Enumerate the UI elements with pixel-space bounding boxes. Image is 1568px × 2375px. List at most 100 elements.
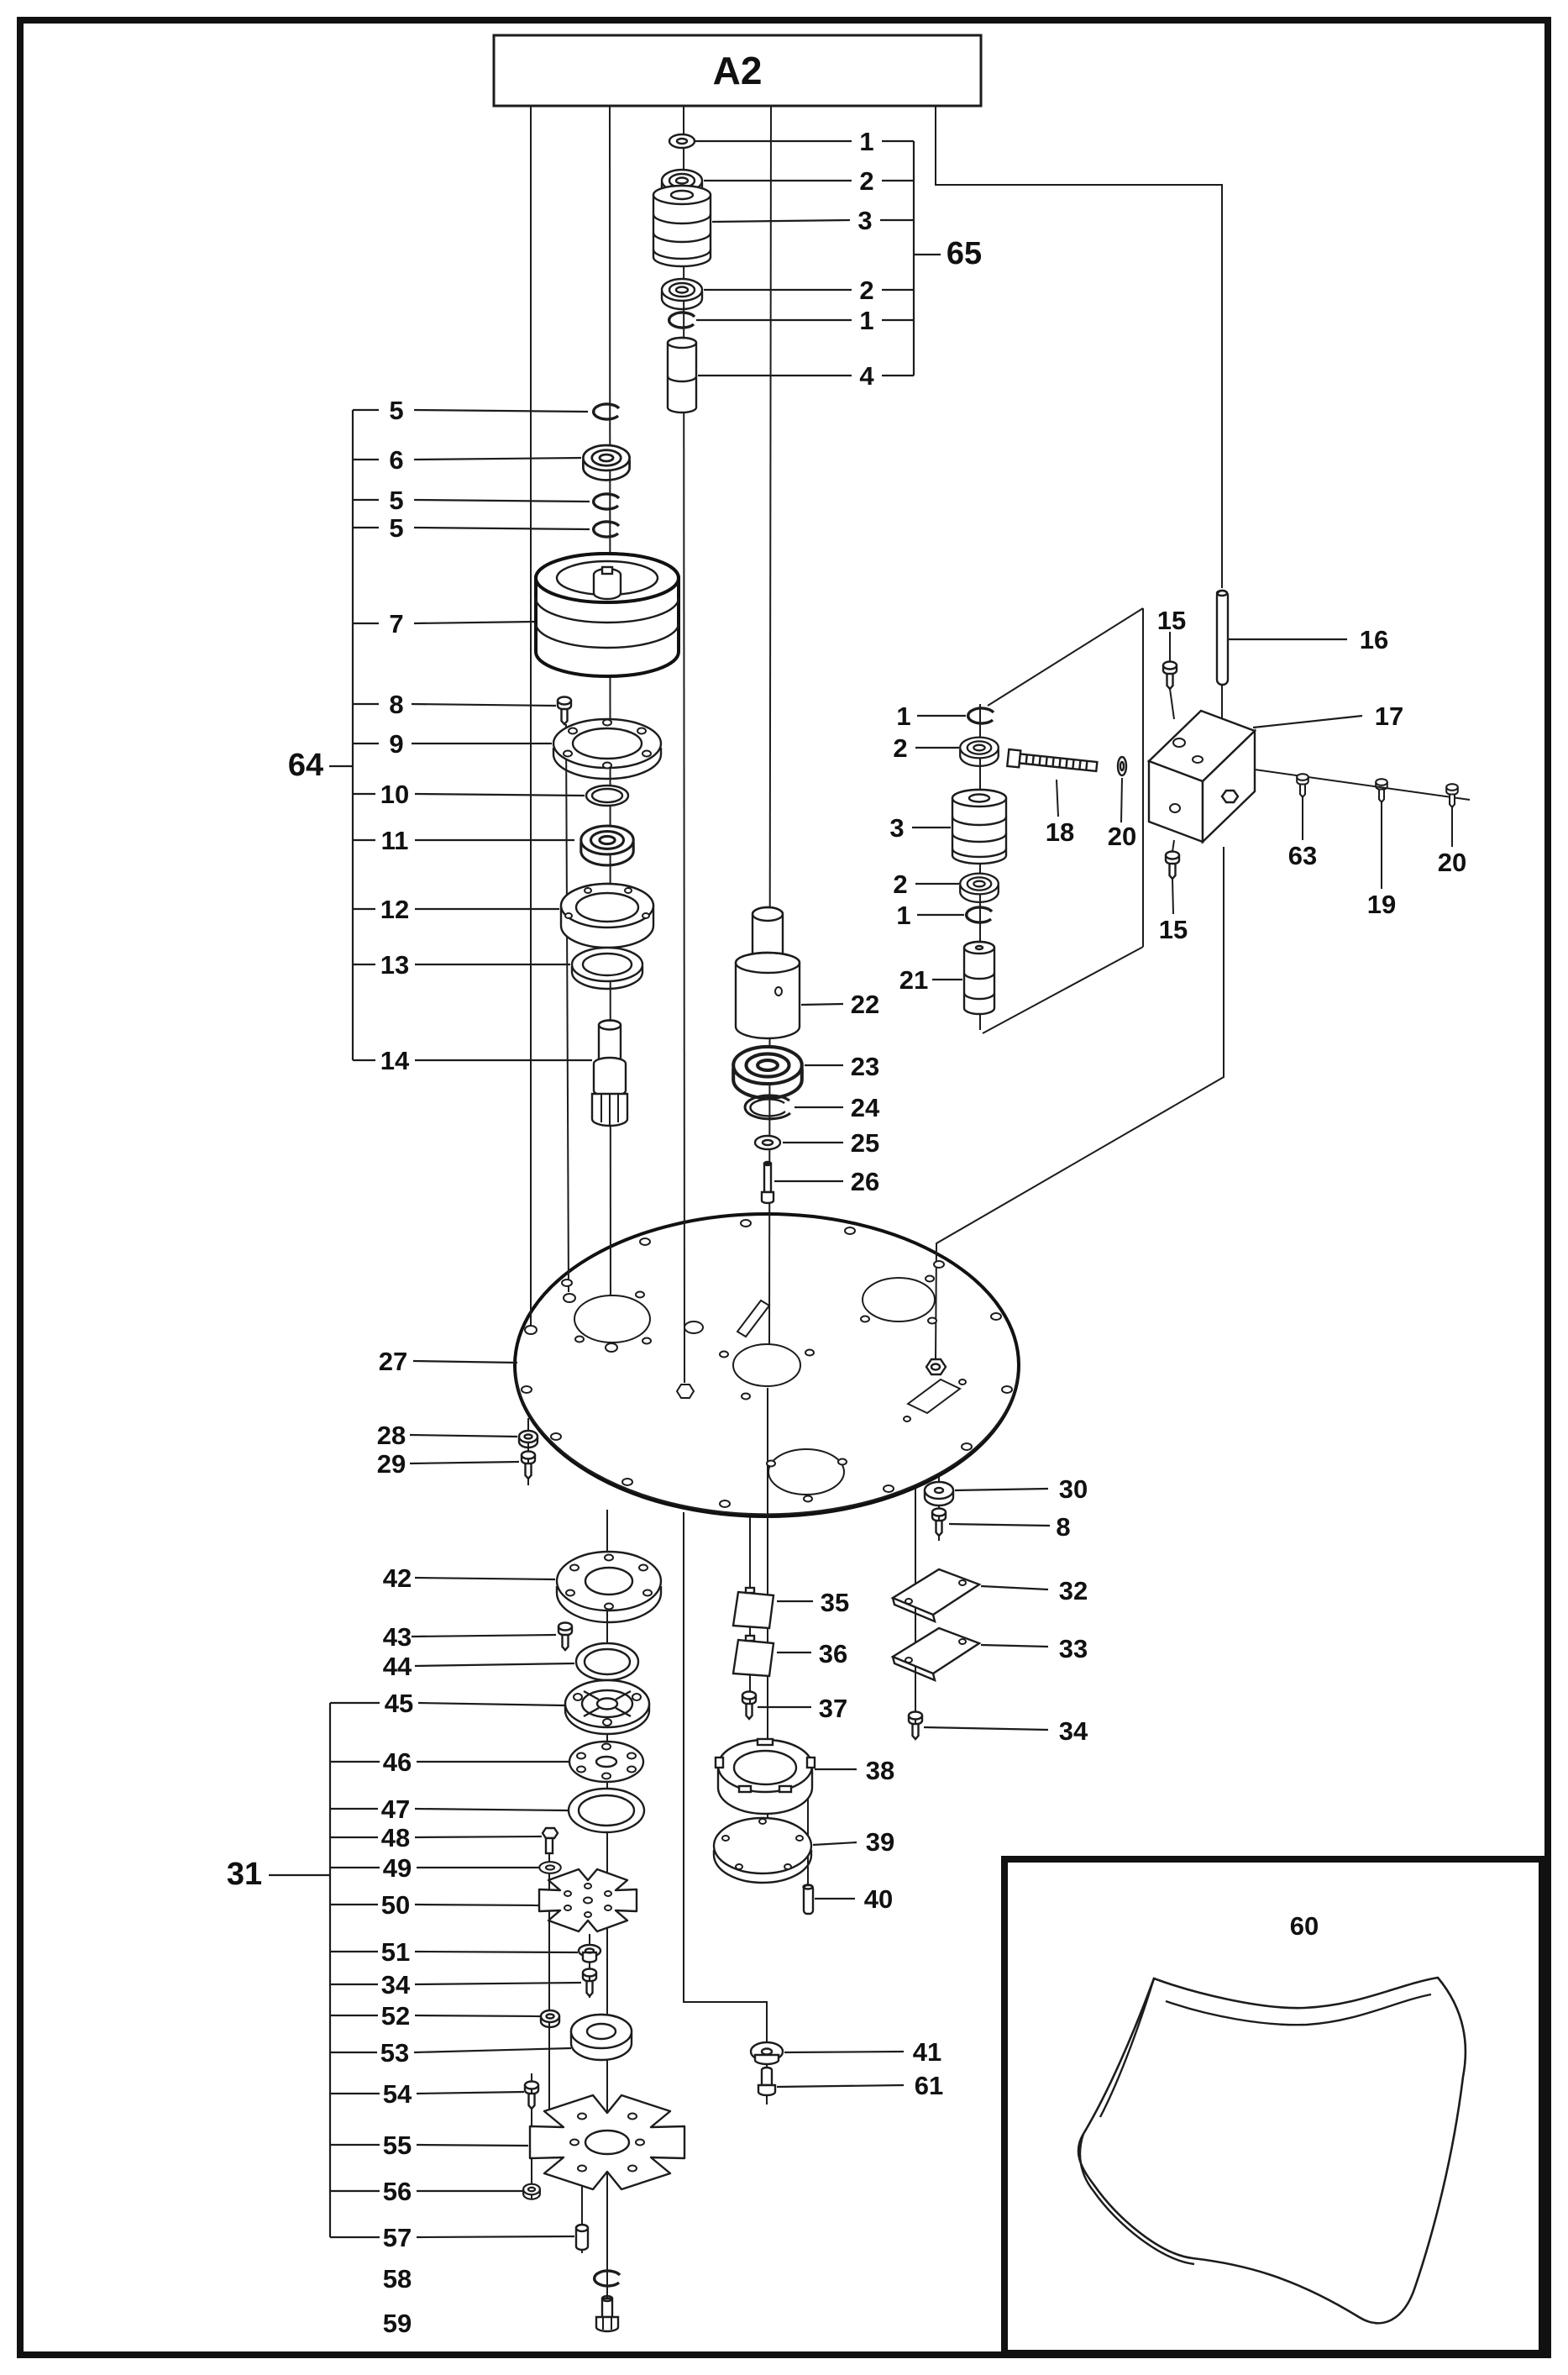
- part-label-55-63: 55: [383, 2131, 412, 2160]
- part-49-washer: [538, 1861, 562, 1874]
- part-label-21-34: 21: [899, 965, 928, 995]
- part-9-flange: [552, 717, 663, 780]
- part-label-31-51: 31: [227, 1857, 262, 1892]
- part-label-37-70: 37: [819, 1694, 847, 1723]
- part-label-23-36: 23: [851, 1052, 879, 1081]
- part-7-pulley: [534, 552, 680, 678]
- part-label-16-21: 16: [1360, 625, 1388, 654]
- part-48-bolt: [541, 1826, 559, 1855]
- part-label-27-40: 27: [379, 1347, 407, 1376]
- disc-features: [521, 1219, 1013, 1508]
- part-label-51-58: 51: [381, 1937, 410, 1967]
- part-4-spacer: [666, 336, 698, 414]
- part-label-17-22: 17: [1375, 701, 1403, 731]
- part-label-57-65: 57: [383, 2223, 412, 2252]
- part-label-52-60: 52: [381, 2001, 410, 2031]
- part-label-41-74: 41: [913, 2037, 941, 2067]
- part-35-pad: [732, 1586, 775, 1630]
- part-18-bolt: [1005, 748, 1099, 773]
- part-label-18-23: 18: [1046, 817, 1074, 847]
- part-label-40-73: 40: [864, 1884, 893, 1914]
- part-label-59-67: 59: [383, 2309, 412, 2338]
- part-label-47-54: 47: [381, 1794, 410, 1824]
- part-label-10-15: 10: [380, 780, 409, 809]
- part-label-44-50: 44: [383, 1652, 412, 1681]
- part-22-hub: [734, 906, 801, 1040]
- part-label-8-44: 8: [1056, 1512, 1070, 1542]
- part-label-12-17: 12: [380, 895, 409, 924]
- part-label-2-1: 2: [859, 166, 873, 196]
- leaders-31-column: [413, 1701, 582, 2239]
- part-21-spacer: [962, 940, 996, 1016]
- part-label-63-25: 63: [1288, 841, 1317, 870]
- part-17-bracket: [1146, 709, 1257, 844]
- part-label-14-19: 14: [380, 1046, 410, 1075]
- part-26-bolt: [760, 1160, 775, 1205]
- part-label-25-38: 25: [851, 1128, 879, 1158]
- part-label-8-13: 8: [389, 690, 403, 719]
- part-label-7-11: 7: [389, 609, 403, 638]
- part-label-60-76: 60: [1290, 1911, 1319, 1941]
- part-50-spider-plate: [538, 1868, 638, 1933]
- part-label-2-30: 2: [893, 733, 907, 763]
- bracket-65: [880, 139, 941, 377]
- part-60-pad: [1077, 1976, 1467, 2325]
- part-label-15-28: 15: [1159, 915, 1188, 944]
- part-label-11-16: 11: [381, 826, 409, 855]
- part-label-65-6: 65: [947, 236, 982, 271]
- part-44-ring: [574, 1642, 640, 1682]
- part-39-cover-plate: [712, 1816, 813, 1884]
- part-label-5-7: 5: [389, 396, 403, 425]
- part-label-36-69: 36: [819, 1639, 847, 1668]
- part-label-48-55: 48: [381, 1823, 410, 1852]
- part-10-ring: [585, 784, 630, 807]
- leaders-misc: [409, 638, 1363, 2089]
- part-label-3-31: 3: [889, 813, 904, 843]
- part-label-13-18: 13: [380, 950, 409, 980]
- part-label-28-41: 28: [377, 1421, 406, 1450]
- part-45-clutch-plate: [564, 1679, 651, 1736]
- part-41-flanged-bushing: [749, 2041, 784, 2066]
- part-59-bolt: [595, 2294, 620, 2333]
- part-46-plate: [568, 1740, 645, 1784]
- part-label-34-59: 34: [381, 1970, 411, 1999]
- part-label-45-52: 45: [385, 1689, 413, 1718]
- part-label-3-2: 3: [857, 206, 872, 235]
- part-label-20-27: 20: [1438, 848, 1466, 877]
- part-label-19-26: 19: [1367, 890, 1396, 919]
- part-label-35-68: 35: [821, 1588, 849, 1617]
- leaders-64-column: [411, 408, 592, 1062]
- part-30-spacer-washer: [923, 1480, 955, 1507]
- part-label-20-24: 20: [1108, 822, 1136, 851]
- part-61-screw: [757, 2066, 777, 2097]
- bracket-64: [329, 408, 379, 1062]
- bracket-31: [269, 1701, 380, 2239]
- part-label-39-72: 39: [866, 1827, 894, 1857]
- part-label-38-71: 38: [866, 1756, 894, 1785]
- part-label-49-56: 49: [383, 1853, 412, 1883]
- part-20-washer-a: [1116, 755, 1128, 777]
- inset-box: [1001, 1856, 1545, 2357]
- part-label-5-9: 5: [389, 486, 403, 515]
- part-12-bearing-housing: [559, 882, 655, 949]
- part-label-61-75: 61: [915, 2071, 943, 2100]
- part-55-spider: [528, 2094, 686, 2191]
- part-label-30-43: 30: [1059, 1474, 1088, 1504]
- part-label-1-33: 1: [896, 901, 910, 930]
- part-label-22-35: 22: [851, 990, 879, 1019]
- part-label-43-49: 43: [383, 1622, 412, 1652]
- part-33-wear-plate: [890, 1626, 982, 1683]
- part-51-flanged-nut: [577, 1943, 602, 1963]
- part-label-1-0: 1: [859, 127, 873, 156]
- part-label-6-8: 6: [389, 445, 403, 475]
- part-label-54-62: 54: [383, 2079, 412, 2109]
- part-label-50-57: 50: [381, 1890, 410, 1920]
- part-label-5-10: 5: [389, 513, 403, 543]
- part-16-pin: [1215, 589, 1230, 686]
- part-label-15-20: 15: [1157, 606, 1186, 635]
- part-label-29-42: 29: [377, 1449, 406, 1479]
- part-3-rubber-mount-top: [652, 184, 712, 268]
